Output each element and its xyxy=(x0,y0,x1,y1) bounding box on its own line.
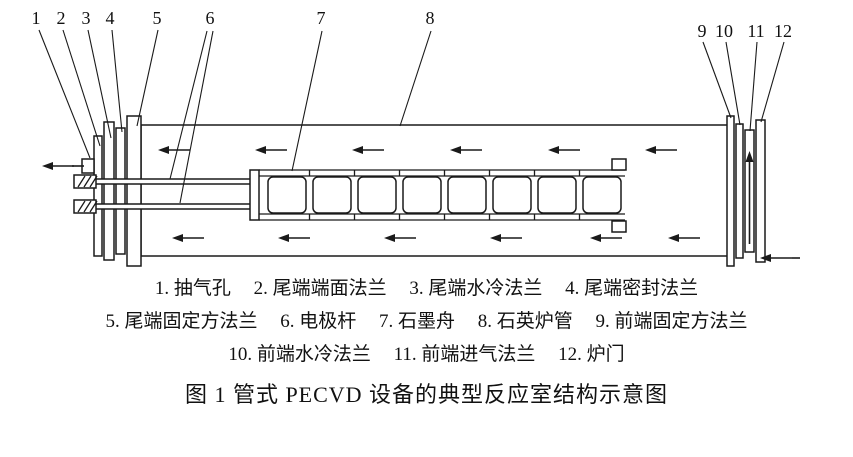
callout-line-4 xyxy=(111,29,123,133)
gas-up-arrow xyxy=(745,151,754,244)
callout-line-3 xyxy=(87,29,112,139)
wafer-slot xyxy=(582,176,622,214)
callout-number-1: 1 xyxy=(32,8,41,28)
callout-number-5: 5 xyxy=(153,8,162,28)
furnace-door xyxy=(755,119,766,263)
callout-number-7: 7 xyxy=(317,8,326,28)
exhaust-arrow-left-icon xyxy=(41,161,75,171)
callout-number-2: 2 xyxy=(57,8,66,28)
rear-sealing-flange xyxy=(115,127,126,255)
legend-item-1: 1. 抽气孔 xyxy=(154,278,231,299)
legend-item-11: 11. 前端进气法兰 xyxy=(393,344,536,365)
callout-line-12 xyxy=(760,41,785,123)
legend-item-8: 8. 石英炉管 xyxy=(477,311,573,332)
wafer-slot xyxy=(312,176,352,214)
callout-line-11 xyxy=(749,41,758,132)
wafer-slot xyxy=(447,176,487,214)
callout-number-8: 8 xyxy=(426,8,435,28)
legend-item-10: 10. 前端水冷法兰 xyxy=(228,344,371,365)
boat-left-bracket xyxy=(249,169,260,221)
legend-item-3: 3. 尾端水冷法兰 xyxy=(409,278,543,299)
wafer-slot xyxy=(492,176,532,214)
boat-right-tab-bottom xyxy=(611,220,627,233)
electrode-rods xyxy=(73,174,253,214)
legend-item-12: 12. 炉门 xyxy=(558,344,625,365)
callout-line-5 xyxy=(136,29,159,127)
graphite-boat xyxy=(249,158,627,233)
rail-ticks xyxy=(308,170,581,220)
callout-numbers: 1 2 3 4 5 6 7 8 9 10 11 12 xyxy=(32,8,793,41)
legend-item-6: 6. 电极杆 xyxy=(280,311,357,332)
callout-line-8 xyxy=(399,30,432,127)
callout-number-9: 9 xyxy=(698,21,707,41)
pecvd-chamber-diagram: 1 2 3 4 5 6 7 8 9 10 11 12 xyxy=(32,8,800,267)
legend-item-7: 7. 石墨舟 xyxy=(378,311,455,332)
callout-number-11: 11 xyxy=(747,21,764,41)
electrode-rod-upper xyxy=(75,178,253,185)
callout-number-12: 12 xyxy=(774,21,792,41)
rear-water-cooled-flange xyxy=(103,121,115,261)
callout-line-1 xyxy=(38,29,91,159)
callout-number-4: 4 xyxy=(106,8,115,28)
callout-line-2 xyxy=(62,29,101,147)
callout-line-6a xyxy=(169,30,208,180)
legend-item-9: 9. 前端固定方法兰 xyxy=(595,311,748,332)
wafer-slot xyxy=(267,176,307,214)
wafer-slot xyxy=(402,176,442,214)
wafer-slot xyxy=(537,176,577,214)
callout-number-3: 3 xyxy=(82,8,91,28)
callout-line-7 xyxy=(291,30,323,172)
callout-number-6: 6 xyxy=(206,8,215,28)
callout-number-10: 10 xyxy=(715,21,733,41)
legend: 1. 抽气孔 2. 尾端端面法兰 3. 尾端水冷法兰 4. 尾端密封法兰 5. … xyxy=(0,272,853,371)
callout-line-10 xyxy=(725,41,741,126)
legend-row-1: 1. 抽气孔 2. 尾端端面法兰 3. 尾端水冷法兰 4. 尾端密封法兰 xyxy=(0,272,853,305)
callout-lines xyxy=(38,29,785,204)
callout-line-9 xyxy=(702,41,732,119)
boat-right-tab-top xyxy=(611,158,627,171)
legend-row-2: 5. 尾端固定方法兰 6. 电极杆 7. 石墨舟 8. 石英炉管 9. 前端固定… xyxy=(0,305,853,338)
hatch-lines-lower xyxy=(77,200,98,213)
rear-end-face-flange xyxy=(93,135,103,257)
legend-row-3: 10. 前端水冷法兰 11. 前端进气法兰 12. 炉门 xyxy=(0,338,853,371)
front-water-cooled-flange xyxy=(735,123,744,259)
callout-line-6b xyxy=(179,30,214,204)
wafer-slot xyxy=(357,176,397,214)
hatch-lines-upper xyxy=(77,175,98,188)
figure-title: 图 1 管式 PECVD 设备的典型反应室结构示意图 xyxy=(184,382,669,407)
front-fixed-square-flange xyxy=(726,115,735,267)
legend-item-4: 4. 尾端密封法兰 xyxy=(565,278,699,299)
front-flange-stack xyxy=(726,115,766,267)
rear-flange-stack xyxy=(93,115,142,267)
electrode-rod-lower xyxy=(75,203,253,210)
legend-item-2: 2. 尾端端面法兰 xyxy=(253,278,387,299)
legend-item-5: 5. 尾端固定方法兰 xyxy=(105,311,258,332)
rear-fixed-square-flange xyxy=(126,115,142,267)
